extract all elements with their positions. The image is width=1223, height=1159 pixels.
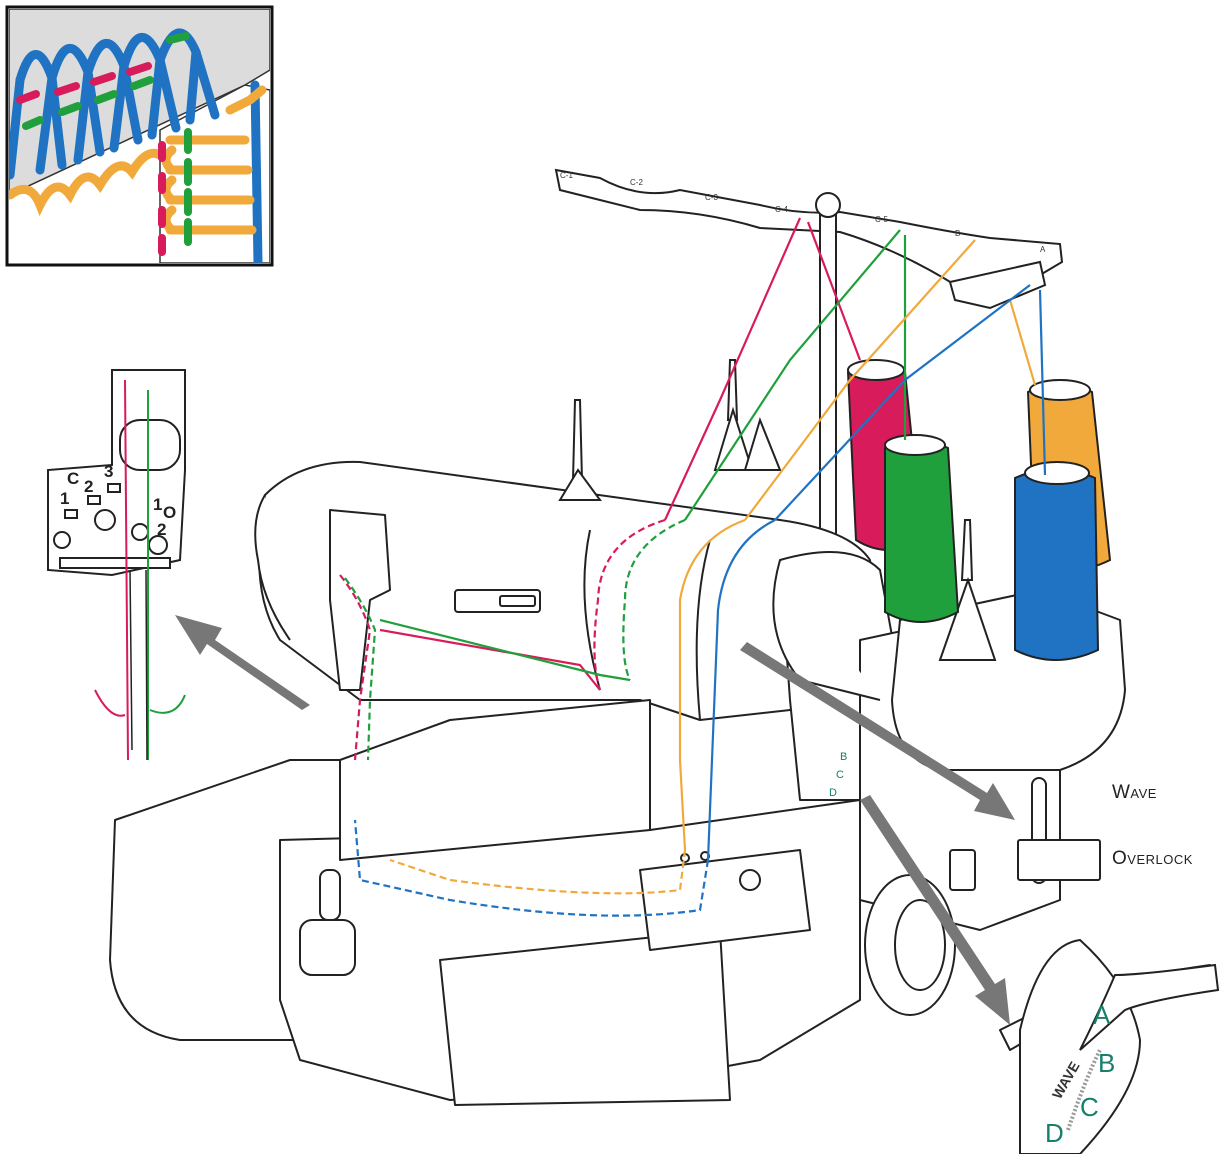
wave-label: Wave — [1112, 782, 1157, 803]
clamp-label: 1 — [153, 495, 162, 514]
stitch-sample-inset — [5, 5, 274, 267]
dial-letter-d: D — [1045, 1118, 1064, 1148]
guide-label: C-4 — [775, 205, 788, 214]
thread-stand — [554, 168, 1064, 546]
spool-blue — [1014, 461, 1100, 661]
dial-letter: B — [840, 751, 847, 763]
dial-letter-a: A — [1093, 1000, 1111, 1030]
clamp-label: O — [163, 503, 176, 522]
guide-label: A — [1040, 245, 1046, 254]
guide-label: C-2 — [630, 178, 643, 187]
clamp-label: C — [67, 469, 79, 488]
guide-label: C-3 — [705, 193, 718, 202]
guide-label: B — [955, 229, 960, 238]
needle-threads — [94, 379, 186, 761]
thread-guide-labels: C-1 C-2 C-3 C-4 C-5 B A — [560, 171, 1046, 254]
dial-letter-b: B — [1098, 1048, 1115, 1078]
needle-clamp — [47, 369, 186, 577]
serger-body — [109, 460, 1216, 1106]
needles — [129, 569, 148, 761]
machine-dial: B C D — [829, 751, 847, 799]
clamp-label: 1 — [60, 489, 69, 508]
dial-letter: C — [836, 769, 844, 781]
dial-letter-c: C — [1080, 1092, 1099, 1122]
clamp-label: 2 — [84, 477, 93, 496]
tension-dial-letters: A B C D — [1045, 1000, 1115, 1148]
thread-post — [558, 359, 997, 661]
arrow-icon — [175, 615, 1015, 1025]
thread-paths — [339, 217, 1047, 917]
dial-letter: D — [829, 787, 837, 799]
selector-switch — [1017, 777, 1101, 884]
guide-label: C-1 — [560, 171, 573, 180]
overlock-label: Overlock — [1112, 848, 1193, 869]
needle-clamp-labels: C 1 2 3 1 O 2 — [60, 462, 176, 539]
tension-dial — [1019, 938, 1220, 1155]
spool-green — [884, 434, 960, 623]
clamp-label: 2 — [157, 520, 166, 539]
clamp-label: 3 — [104, 462, 113, 481]
guide-label: C-5 — [875, 215, 888, 224]
